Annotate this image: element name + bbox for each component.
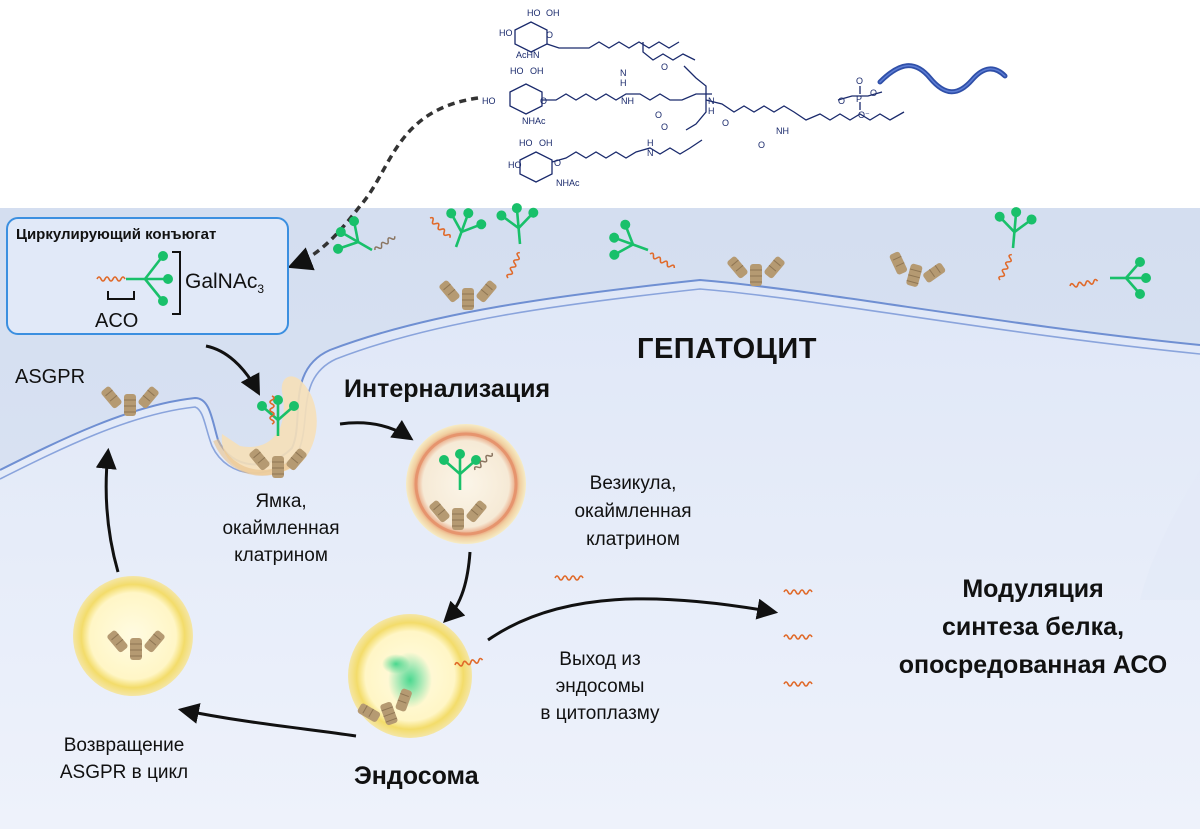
galnac-subscript: 3	[257, 282, 265, 297]
coated-vesicle-label: Везикула, окаймленная клатрином	[548, 470, 718, 554]
chem-nhac-2: NHAc	[556, 178, 580, 188]
chem-oh-3: OH	[539, 138, 553, 148]
chem-n-2: N	[708, 96, 715, 106]
chem-o-10: O	[856, 76, 863, 86]
chem-n-1: N	[620, 68, 627, 78]
modulation-line-2: синтеза белка,	[941, 613, 1125, 641]
clathrin-coated-pit	[213, 376, 317, 479]
endosome-label: Эндосома	[354, 762, 479, 790]
chem-o-5: O	[722, 118, 729, 128]
chem-o-2: O	[661, 62, 668, 72]
galnac-main: GalNAc	[185, 270, 258, 293]
chem-nhac-1: NHAc	[522, 116, 546, 126]
galnac3-label: GalNAc3	[185, 270, 264, 296]
chem-o-7: O	[661, 122, 668, 132]
conjugate-dashed-arrow	[287, 96, 479, 271]
protein-modulation-label: Модуляция синтеза белка, опосредованная …	[868, 570, 1198, 684]
vesicle-line-2: окаймленная	[574, 501, 692, 522]
chem-n-3: N	[647, 148, 654, 158]
endosome	[348, 614, 484, 738]
modulation-line-1: Модуляция	[962, 575, 1104, 603]
asgpr-label: ASGPR	[15, 366, 86, 388]
exit-line-2: эндосомы	[555, 676, 645, 697]
aso-dna-ribbon-highlight	[879, 64, 1006, 93]
cell-edge-shade	[1140, 470, 1200, 600]
chem-o-9: O	[838, 96, 845, 106]
arrow-to-recycling	[177, 703, 357, 738]
hepatocyte-label: ГЕПАТОЦИТ	[637, 333, 817, 365]
chem-o-4: O	[655, 110, 662, 120]
chem-o-1: O	[546, 30, 553, 40]
chem-ho-2: HO	[499, 28, 513, 38]
arrow-to-membrane	[95, 447, 120, 573]
chem-o-11: O	[870, 88, 877, 98]
arrow-to-endosome	[443, 551, 472, 623]
modulation-line-3: опосредованная АСО	[898, 651, 1168, 679]
chem-h-2: H	[708, 106, 715, 116]
chem-o-minus: O⁻	[858, 110, 870, 120]
endosome-exit-label: Выход из эндосомы в цитоплазму	[515, 646, 685, 727]
chem-ho-6: HO	[508, 160, 522, 170]
chem-h-1: H	[620, 78, 627, 88]
chem-p: P	[856, 94, 862, 104]
exit-line-1: Выход из	[559, 649, 641, 670]
return-line-2: ASGPR в цикл	[59, 762, 189, 783]
cell-membrane-inner	[0, 288, 1200, 480]
chem-ho-5: HO	[519, 138, 533, 148]
pit-line-2: окаймленная	[222, 518, 340, 539]
arrow-to-cytoplasm	[487, 597, 779, 642]
chem-nh-1: NH	[621, 96, 634, 106]
chem-o-8: O	[554, 158, 561, 168]
cell-membrane-outer	[0, 278, 1200, 471]
chem-o-6: O	[758, 140, 765, 150]
return-line-1: Возвращение	[63, 735, 185, 756]
arrow-to-vesicle	[339, 419, 414, 441]
exit-line-3: в цитоплазму	[540, 703, 660, 724]
asgpr-recycling-label: Возвращение ASGPR в цикл	[24, 732, 224, 786]
chem-ho-1: HO	[527, 8, 541, 18]
chem-oh-1: OH	[546, 8, 560, 18]
pit-line-1: Ямка,	[255, 491, 307, 512]
chem-h-3: H	[647, 138, 654, 148]
chem-o-3: O	[540, 96, 547, 106]
chem-ho-4: HO	[482, 96, 496, 106]
coated-pit-label: Ямка, окаймленная клатрином	[196, 488, 366, 569]
vesicle-line-1: Везикула,	[589, 473, 677, 494]
internalization-label: Интернализация	[344, 375, 551, 403]
aso-label: ACO	[95, 310, 139, 332]
galnac-aso-chemical-structure	[509, 21, 905, 183]
vesicle-line-3: клатрином	[586, 529, 680, 550]
pit-line-3: клатрином	[234, 545, 328, 566]
chem-labels: HO OH HO AcHN O N H O HO OH HO NHAc O NH…	[482, 8, 877, 188]
chem-achn: AcHN	[516, 50, 540, 60]
chem-ho-3: HO	[510, 66, 524, 76]
recycling-vesicle	[73, 576, 193, 696]
chem-nh-2: NH	[776, 126, 789, 136]
chem-oh-2: OH	[530, 66, 544, 76]
clathrin-coated-vesicle	[406, 424, 526, 544]
arrow-to-pit	[205, 344, 260, 396]
process-arrows	[95, 344, 779, 738]
conjugate-box-title: Циркулирующий конъюгат	[16, 226, 217, 243]
box-conjugate-symbol	[96, 251, 181, 315]
